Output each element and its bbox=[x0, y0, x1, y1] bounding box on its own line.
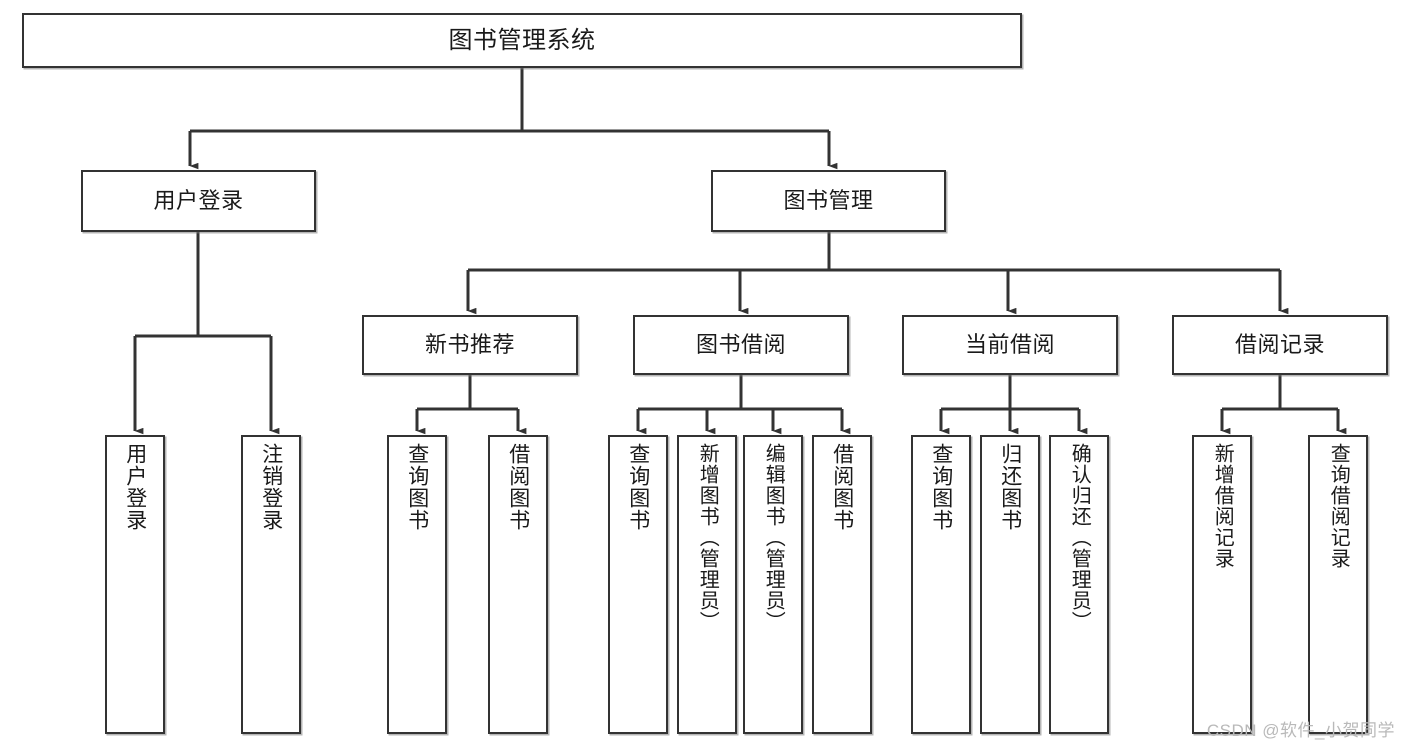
node-book-borrow-label: 图书借阅 bbox=[695, 332, 786, 358]
node-leaf-logout-label: 注销登录 bbox=[259, 443, 283, 531]
node-leaf-query-book-nb-label: 查询图书 bbox=[405, 443, 429, 531]
node-leaf-user-login[interactable]: 用户登录 bbox=[105, 435, 165, 734]
node-leaf-query-book-bb-label: 查询图书 bbox=[626, 443, 650, 531]
node-book-borrow[interactable]: 图书借阅 bbox=[633, 315, 849, 375]
node-leaf-user-login-label: 用户登录 bbox=[123, 443, 147, 531]
node-leaf-add-borrow-record-label: 新增借阅记录 bbox=[1211, 443, 1234, 569]
node-leaf-confirm-return-admin[interactable]: 确认归还（管理员） bbox=[1049, 435, 1109, 734]
node-leaf-borrow-book-nb-label: 借阅图书 bbox=[506, 443, 530, 531]
node-leaf-add-book-admin[interactable]: 新增图书（管理员） bbox=[677, 435, 737, 734]
node-root-system-label: 图书管理系统 bbox=[448, 26, 596, 54]
node-new-book-recommend-label: 新书推荐 bbox=[424, 332, 515, 358]
node-current-borrow-label: 当前借阅 bbox=[964, 332, 1055, 358]
node-borrow-record[interactable]: 借阅记录 bbox=[1172, 315, 1388, 375]
node-leaf-borrow-book-bb-label: 借阅图书 bbox=[830, 443, 854, 531]
node-leaf-edit-book-admin[interactable]: 编辑图书（管理员） bbox=[743, 435, 803, 734]
node-user-login-label: 用户登录 bbox=[153, 188, 244, 214]
node-leaf-logout[interactable]: 注销登录 bbox=[241, 435, 301, 734]
node-leaf-query-borrow-record[interactable]: 查询借阅记录 bbox=[1308, 435, 1368, 734]
node-leaf-add-borrow-record[interactable]: 新增借阅记录 bbox=[1192, 435, 1252, 734]
node-leaf-borrow-book-nb[interactable]: 借阅图书 bbox=[488, 435, 548, 734]
node-leaf-edit-book-admin-label: 编辑图书（管理员） bbox=[762, 443, 785, 632]
node-leaf-query-borrow-record-label: 查询借阅记录 bbox=[1327, 443, 1350, 569]
node-root-system[interactable]: 图书管理系统 bbox=[22, 13, 1022, 68]
node-current-borrow[interactable]: 当前借阅 bbox=[902, 315, 1118, 375]
node-leaf-add-book-admin-label: 新增图书（管理员） bbox=[696, 443, 719, 632]
node-leaf-query-book-nb[interactable]: 查询图书 bbox=[387, 435, 447, 734]
node-user-login[interactable]: 用户登录 bbox=[81, 170, 316, 232]
node-leaf-borrow-book-bb[interactable]: 借阅图书 bbox=[812, 435, 872, 734]
node-leaf-query-book-cb-label: 查询图书 bbox=[929, 443, 953, 531]
node-new-book-recommend[interactable]: 新书推荐 bbox=[362, 315, 578, 375]
node-leaf-confirm-return-admin-label: 确认归还（管理员） bbox=[1068, 443, 1091, 632]
node-book-management-label: 图书管理 bbox=[783, 188, 874, 214]
node-leaf-query-book-bb[interactable]: 查询图书 bbox=[608, 435, 668, 734]
node-leaf-query-book-cb[interactable]: 查询图书 bbox=[911, 435, 971, 734]
node-leaf-return-book[interactable]: 归还图书 bbox=[980, 435, 1040, 734]
node-borrow-record-label: 借阅记录 bbox=[1234, 332, 1325, 358]
node-book-management[interactable]: 图书管理 bbox=[711, 170, 946, 232]
node-leaf-return-book-label: 归还图书 bbox=[998, 443, 1022, 531]
